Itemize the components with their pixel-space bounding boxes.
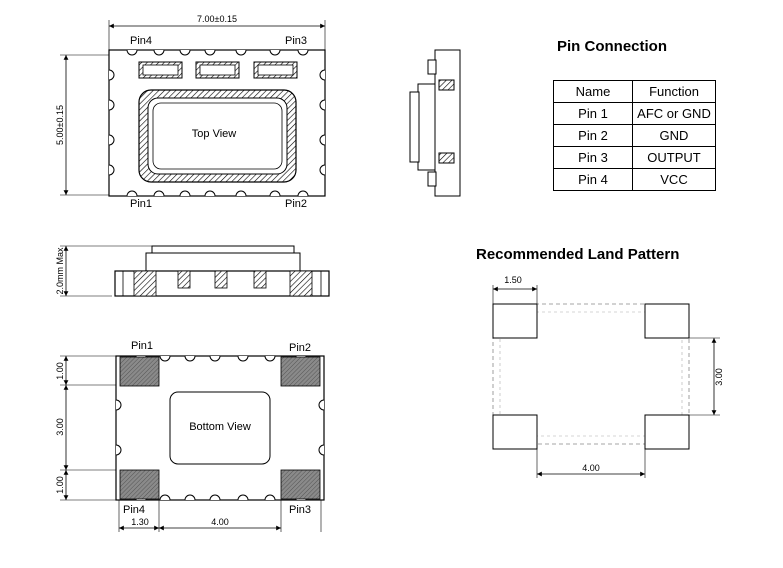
- pin-function-cell: VCC: [632, 168, 716, 191]
- pin-connection-table: Name Function Pin 1 AFC or GND Pin 2 GND…: [553, 80, 716, 191]
- bottom-dim-bottom-mid: 4.00: [211, 517, 229, 527]
- table-header-row: Name Function: [553, 80, 716, 103]
- pin-name-cell: Pin 3: [553, 146, 633, 169]
- bottom-dim-left-mid: 3.00: [55, 418, 65, 436]
- bottom-dim-left-bottom: 1.00: [55, 476, 65, 494]
- height-dimension-label: 5.00±0.15: [55, 105, 65, 145]
- table-header-function: Function: [632, 80, 716, 103]
- table-row: Pin 4 VCC: [553, 168, 716, 191]
- top-view: 7.00±0.15 5.00±0.15: [55, 14, 326, 210]
- land-pattern-title: Recommended Land Pattern: [476, 246, 680, 263]
- land-pattern-drawing: 1.50 3.00 4.00: [492, 275, 724, 478]
- bottom-pin2-label: Pin2: [289, 342, 311, 354]
- side-height-dimension: 2.0mm Max: [55, 247, 65, 295]
- land-horizontal-dim: 4.00: [582, 463, 600, 473]
- pin-function-cell: OUTPUT: [632, 146, 716, 169]
- bottom-pin3-label: Pin3: [289, 504, 311, 516]
- top-pin3-label: Pin3: [285, 35, 307, 47]
- bottom-view-label: Bottom View: [189, 421, 251, 433]
- top-pin2-label: Pin2: [285, 198, 307, 210]
- land-pad-width-dim: 1.50: [504, 275, 522, 285]
- width-dimension-label: 7.00±0.15: [197, 14, 237, 24]
- table-row: Pin 2 GND: [553, 124, 716, 147]
- bottom-view: 1.00 3.00 1.00 Bottom View Pin1 Pin2 Pin…: [55, 340, 325, 532]
- land-vertical-dim: 3.00: [714, 368, 724, 386]
- bottom-pin1-label: Pin1: [131, 340, 153, 352]
- bottom-dim-bottom-left: 1.30: [131, 517, 149, 527]
- pin-function-cell: GND: [632, 124, 716, 147]
- pin-connection-title: Pin Connection: [557, 38, 667, 55]
- side-view-vertical: [409, 49, 461, 197]
- top-pin4-label: Pin4: [130, 35, 152, 47]
- side-view-horizontal: 2.0mm Max: [55, 245, 330, 297]
- pin-function-cell: AFC or GND: [632, 102, 716, 125]
- top-view-label: Top View: [192, 128, 236, 140]
- bottom-dim-left-top: 1.00: [55, 362, 65, 380]
- bottom-pin4-label: Pin4: [123, 504, 145, 516]
- table-row: Pin 3 OUTPUT: [553, 146, 716, 169]
- pin-name-cell: Pin 4: [553, 168, 633, 191]
- table-row: Pin 1 AFC or GND: [553, 102, 716, 125]
- pin-name-cell: Pin 2: [553, 124, 633, 147]
- pin-name-cell: Pin 1: [553, 102, 633, 125]
- table-header-name: Name: [553, 80, 633, 103]
- top-pin1-label: Pin1: [130, 198, 152, 210]
